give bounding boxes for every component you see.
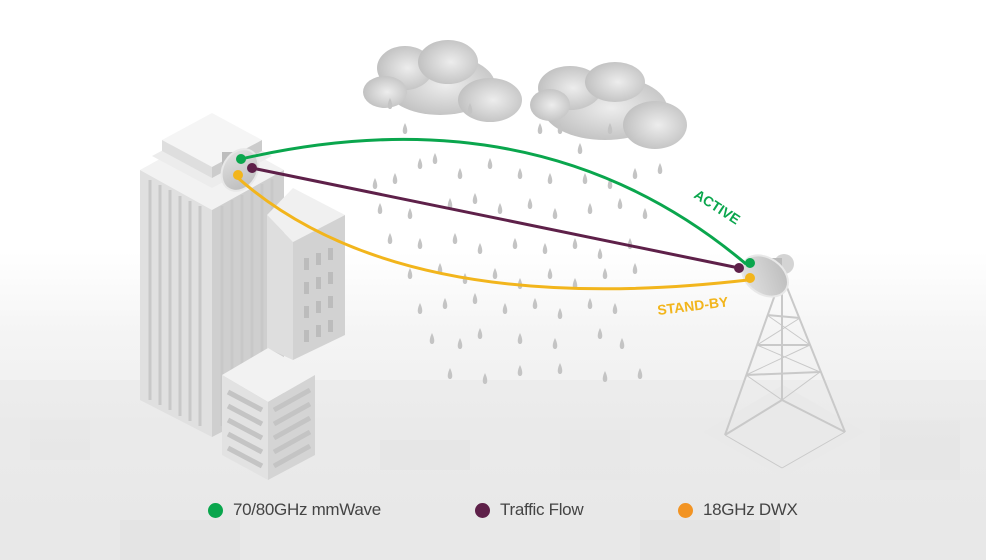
rain — [372, 98, 663, 384]
raindrop — [577, 143, 583, 154]
raindrop — [442, 298, 448, 309]
raindrop — [547, 268, 553, 279]
raindrop — [582, 173, 588, 184]
raindrop — [477, 243, 483, 254]
raindrop — [417, 303, 423, 314]
low-building — [222, 348, 315, 480]
raindrop — [482, 373, 488, 384]
legend-label: Traffic Flow — [500, 500, 584, 519]
traffic-endpoint-tower — [734, 263, 744, 273]
raindrop — [467, 103, 473, 114]
raindrop — [572, 238, 578, 249]
legend-item-dwx: 18GHz DWX — [678, 500, 798, 520]
legend-item-traffic: Traffic Flow — [475, 500, 584, 520]
raindrop — [387, 233, 393, 244]
raindrop — [497, 203, 503, 214]
raindrop — [617, 198, 623, 209]
raindrop — [637, 368, 643, 379]
raindrop — [607, 123, 613, 134]
rain-cloud-left — [363, 40, 522, 122]
office-building — [267, 188, 345, 360]
traffic-endpoint-building — [247, 163, 257, 173]
legend-item-mmwave: 70/80GHz mmWave — [208, 500, 381, 520]
standby-label: STAND-BY — [656, 293, 729, 318]
legend-label: 70/80GHz mmWave — [233, 500, 381, 519]
raindrop — [642, 208, 648, 219]
tower-radio-dish — [741, 254, 794, 298]
raindrop — [537, 123, 543, 134]
legend: 70/80GHz mmWave Traffic Flow 18GHz DWX — [0, 500, 986, 526]
raindrop — [402, 123, 408, 134]
raindrop — [552, 208, 558, 219]
raindrop — [587, 203, 593, 214]
mmwave-endpoint-tower — [745, 258, 755, 268]
raindrop — [392, 173, 398, 184]
mmwave-endpoint-building — [236, 154, 246, 164]
raindrop — [512, 238, 518, 249]
raindrop — [477, 328, 483, 339]
raindrop — [552, 338, 558, 349]
raindrop — [557, 123, 563, 134]
active-label: ACTIVE — [691, 186, 743, 227]
legend-dot-dwx — [678, 502, 693, 518]
raindrop — [517, 168, 523, 179]
raindrop — [542, 243, 548, 254]
dwx-endpoint-tower — [745, 273, 755, 283]
raindrop — [572, 278, 578, 289]
legend-label: 18GHz DWX — [703, 500, 798, 519]
raindrop — [452, 233, 458, 244]
raindrop — [597, 328, 603, 339]
tower-platform — [703, 385, 865, 477]
legend-dot-traffic — [475, 502, 490, 518]
raindrop — [597, 248, 603, 259]
raindrop — [372, 178, 378, 189]
raindrop — [532, 298, 538, 309]
raindrop — [472, 293, 478, 304]
link-dwx-standby — [237, 176, 749, 291]
raindrop — [447, 198, 453, 209]
legend-dot-mmwave — [208, 502, 223, 518]
link-traffic-flow — [251, 166, 740, 270]
raindrop — [602, 371, 608, 382]
raindrop — [472, 193, 478, 204]
raindrop — [447, 368, 453, 379]
raindrop — [557, 308, 563, 319]
raindrop — [502, 303, 508, 314]
raindrop — [387, 98, 393, 109]
rain-cloud-right — [530, 62, 687, 149]
raindrop — [487, 158, 493, 169]
transmission-tower — [724, 274, 846, 469]
raindrop — [429, 333, 435, 344]
raindrop — [457, 338, 463, 349]
raindrop — [557, 363, 563, 374]
raindrop — [417, 158, 423, 169]
raindrop — [432, 153, 438, 164]
raindrop — [492, 268, 498, 279]
raindrop — [547, 173, 553, 184]
raindrop — [657, 163, 663, 174]
raindrop — [417, 238, 423, 249]
link-mmwave-active — [240, 137, 747, 266]
raindrop — [632, 263, 638, 274]
raindrop — [457, 168, 463, 179]
raindrop — [612, 303, 618, 314]
raindrop — [437, 263, 443, 274]
raindrop — [517, 365, 523, 376]
raindrop — [407, 208, 413, 219]
raindrop — [602, 268, 608, 279]
raindrop — [407, 268, 413, 279]
raindrop — [632, 168, 638, 179]
raindrop — [527, 198, 533, 209]
city-background — [0, 380, 986, 560]
raindrop — [619, 338, 625, 349]
raindrop — [517, 333, 523, 344]
raindrop — [587, 298, 593, 309]
raindrop — [377, 203, 383, 214]
dwx-endpoint-building — [233, 170, 243, 180]
